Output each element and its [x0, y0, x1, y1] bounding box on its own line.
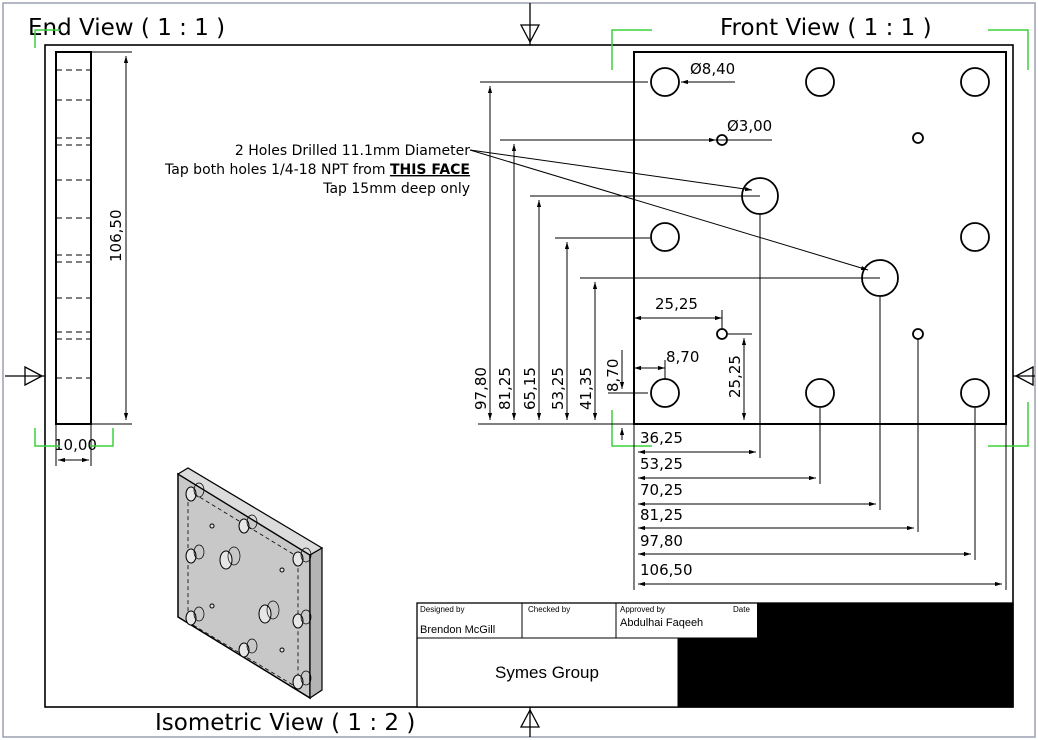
hole — [805, 67, 835, 97]
hole — [805, 378, 835, 408]
vdim-81-25: 81,25 — [496, 367, 514, 410]
company-name: Symes Group — [495, 663, 599, 682]
hole — [960, 378, 990, 408]
note-line-2-emphasis: THIS FACE — [390, 162, 470, 178]
vdim-97-80: 97,80 — [472, 367, 490, 410]
hole-large-dim: Ø8,40 — [690, 60, 735, 78]
approved-by-label: Approved by — [620, 605, 665, 614]
vdim-53-25: 53,25 — [549, 367, 567, 410]
front-view: Ø8,40 Ø3,00 97,80 81,25 65,15 53,25 — [469, 29, 1029, 590]
pin-hole — [716, 328, 728, 340]
isometric-view-label: Isometric View ( 1 : 2 ) — [155, 710, 415, 736]
designed-by-label: Designed by — [420, 605, 464, 614]
hole — [650, 378, 680, 408]
hdim-53-25: 53,25 — [640, 455, 683, 473]
vdim-65-15: 65,15 — [521, 367, 539, 410]
end-view-label: End View ( 1 : 1 ) — [28, 15, 225, 41]
vdim-8-70: 8,70 — [604, 359, 622, 392]
drilling-note: 2 Holes Drilled 11.1mm Diameter Tap both… — [164, 143, 470, 197]
hdim-25-25: 25,25 — [655, 295, 698, 313]
pin-hole — [912, 328, 924, 340]
end-view: 106,50 10,00 — [34, 29, 132, 466]
vdim-25-25: 25,25 — [726, 355, 744, 398]
designed-by-value: Brendon McGill — [420, 624, 495, 636]
vdim-41-35: 41,35 — [577, 367, 595, 410]
hole — [650, 222, 680, 252]
approved-by-value: Abdulhai Faqeeh — [620, 617, 703, 629]
date-label: Date — [733, 605, 750, 614]
hdim-106-50: 106,50 — [640, 561, 693, 579]
title-block: Designed by Brendon McGill Checked by Ap… — [416, 602, 1014, 708]
note-line-2: Tap both holes 1/4-18 NPT from THIS FACE — [164, 162, 470, 178]
hdim-97-80: 97,80 — [640, 532, 683, 550]
end-view-height-dim: 106,50 — [107, 210, 125, 263]
note-line-3: Tap 15mm deep only — [322, 181, 470, 197]
hdim-70-25: 70,25 — [640, 481, 683, 499]
hdim-36-25: 36,25 — [640, 429, 683, 447]
end-view-width-dim: 10,00 — [54, 436, 97, 454]
front-view-outline — [633, 51, 1007, 425]
hdim-81-25: 81,25 — [640, 506, 683, 524]
hole — [960, 67, 990, 97]
front-view-label: Front View ( 1 : 1 ) — [720, 15, 932, 41]
hole — [960, 222, 990, 252]
redacted-block-main — [678, 638, 1013, 707]
note-line-1: 2 Holes Drilled 11.1mm Diameter — [235, 143, 470, 159]
isometric-view — [176, 467, 324, 700]
pin-hole — [912, 132, 924, 144]
redacted-block-top — [757, 603, 1013, 638]
hole — [650, 67, 680, 97]
note-line-2-prefix: Tap both holes 1/4-18 NPT from — [164, 162, 390, 178]
checked-by-label: Checked by — [528, 605, 570, 614]
centering-marks — [5, 3, 1035, 737]
hdim-8-70: 8,70 — [666, 348, 699, 366]
hole-small-dim: Ø3,00 — [727, 117, 772, 135]
